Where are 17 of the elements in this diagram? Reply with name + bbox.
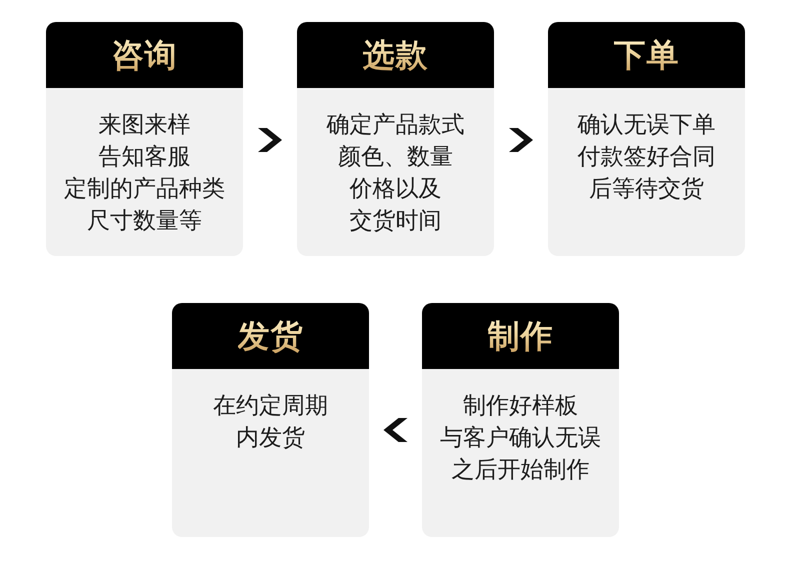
step-description: 确认无误下单付款签好合同后等待交货 — [578, 111, 716, 204]
step-card — [297, 22, 494, 256]
step-card — [172, 303, 369, 537]
step-description: 确定产品款式颜色、数量价格以及交货时间 — [326, 111, 464, 236]
step-card — [422, 303, 619, 537]
chevron-arrow — [258, 128, 282, 152]
step-card — [46, 22, 243, 256]
step-title: 制作 — [488, 317, 554, 355]
step-title: 咨询 — [112, 36, 178, 74]
step-description: 来图来样告知客服定制的产品种类尺寸数量等 — [64, 111, 225, 236]
step-card — [548, 22, 745, 256]
chevron-arrow — [509, 128, 533, 152]
step-title: 发货 — [238, 317, 304, 355]
step-title: 选款 — [362, 36, 428, 74]
step-description: 制作好样板与客户确认无误之后开始制作 — [440, 392, 601, 485]
step-description: 在约定周期内发货 — [213, 392, 328, 453]
chevron-arrow — [384, 418, 408, 442]
